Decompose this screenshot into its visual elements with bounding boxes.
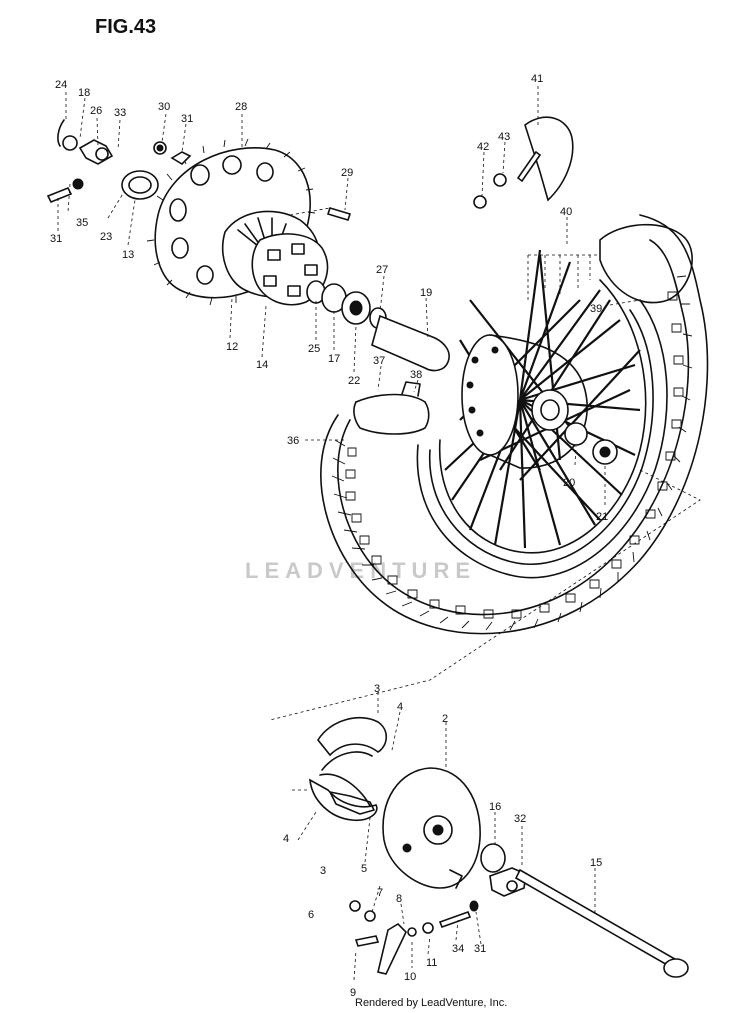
callout-9: 9 bbox=[350, 987, 356, 999]
callout-33: 33 bbox=[114, 107, 126, 119]
leader-lines bbox=[57, 86, 701, 981]
callout-26: 26 bbox=[90, 105, 102, 117]
rim-band bbox=[599, 223, 693, 304]
callout-20: 20 bbox=[563, 477, 575, 489]
callout-14: 14 bbox=[256, 359, 268, 371]
callout-6: 6 bbox=[308, 909, 314, 921]
render-credit: Rendered by LeadVenture, Inc. bbox=[355, 997, 507, 1009]
callout-35: 35 bbox=[76, 217, 88, 229]
callout-7: 7 bbox=[377, 887, 383, 899]
rear-wheel bbox=[320, 214, 709, 635]
watermark-text: LEADVENTURE bbox=[245, 558, 476, 583]
callout-13: 13 bbox=[122, 249, 134, 261]
callout-31-top: 31 bbox=[181, 113, 193, 125]
callout-36: 36 bbox=[287, 435, 299, 447]
callout-39: 39 bbox=[590, 303, 602, 315]
callout-42: 42 bbox=[477, 141, 489, 153]
callout-41: 41 bbox=[531, 73, 543, 85]
callout-3-bottom: 3 bbox=[320, 865, 326, 877]
rim bbox=[438, 279, 647, 554]
figure-title: FIG.43 bbox=[95, 16, 156, 38]
brake-panel bbox=[382, 767, 481, 889]
callout-31-bottom: 31 bbox=[474, 943, 486, 955]
callout-22: 22 bbox=[348, 375, 360, 387]
callout-3-top: 3 bbox=[374, 683, 380, 695]
callout-18: 18 bbox=[78, 87, 90, 99]
callout-40: 40 bbox=[560, 206, 572, 218]
callout-31-left: 31 bbox=[50, 233, 62, 245]
callout-23: 23 bbox=[100, 231, 112, 243]
callout-28: 28 bbox=[235, 101, 247, 113]
brake-hardware bbox=[349, 843, 689, 978]
brake-shoes bbox=[309, 716, 388, 822]
callout-8: 8 bbox=[396, 893, 402, 905]
callout-32: 32 bbox=[514, 813, 526, 825]
wheel-hub bbox=[461, 334, 618, 469]
callout-30: 30 bbox=[158, 101, 170, 113]
callout-43: 43 bbox=[498, 131, 510, 143]
callout-11: 11 bbox=[426, 957, 437, 969]
callout-12: 12 bbox=[226, 341, 238, 353]
callout-16: 16 bbox=[489, 801, 501, 813]
callout-34: 34 bbox=[452, 943, 464, 955]
small-fasteners bbox=[46, 116, 574, 221]
callout-38: 38 bbox=[410, 369, 422, 381]
callout-37: 37 bbox=[373, 355, 385, 367]
callout-25: 25 bbox=[308, 343, 320, 355]
callout-19: 19 bbox=[420, 287, 432, 299]
callout-5: 5 bbox=[361, 863, 367, 875]
tire bbox=[320, 214, 709, 635]
axle-sleeve bbox=[371, 314, 450, 372]
callout-4-top: 4 bbox=[397, 701, 403, 713]
callout-10: 10 bbox=[404, 971, 416, 983]
bearing-spacer-set bbox=[306, 280, 387, 329]
callout-2: 2 bbox=[442, 713, 448, 725]
callout-21: 21 bbox=[596, 511, 608, 523]
callout-15: 15 bbox=[590, 857, 602, 869]
rear-sprocket bbox=[146, 138, 316, 306]
callout-4-bottom: 4 bbox=[283, 833, 289, 845]
callout-labels: 24 18 26 33 30 31 28 41 43 42 29 40 35 3… bbox=[50, 73, 608, 999]
callout-27: 27 bbox=[376, 264, 388, 276]
inner-tube bbox=[353, 381, 430, 435]
callout-17: 17 bbox=[328, 353, 340, 365]
callout-29: 29 bbox=[341, 167, 353, 179]
callout-24: 24 bbox=[55, 79, 67, 91]
